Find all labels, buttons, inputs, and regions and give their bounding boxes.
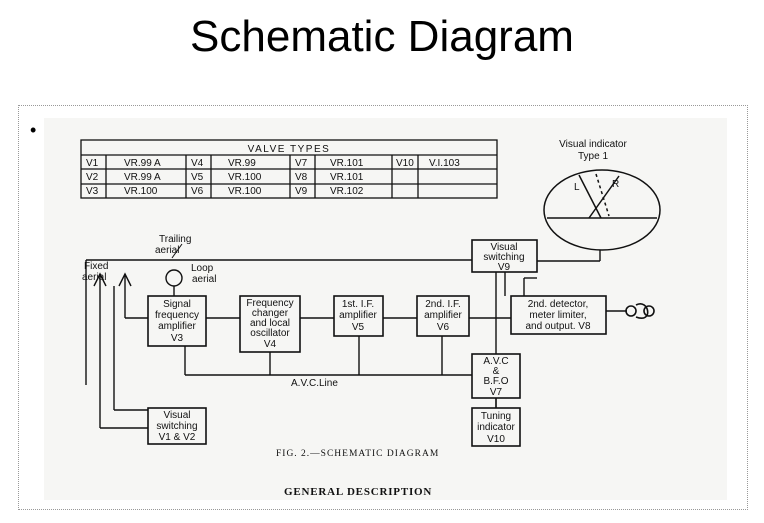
label-trailing-aerial-2: aerial bbox=[155, 245, 179, 256]
cell-r0-c0: V1 bbox=[86, 158, 99, 169]
block-signal-amplifier: Signal frequency amplifier V3 bbox=[155, 299, 199, 344]
indicator-type: Type 1 bbox=[578, 151, 608, 162]
svg-text:Visual: Visual bbox=[490, 242, 517, 253]
block-second-if-amplifier: 2nd. I.F. amplifier V6 bbox=[424, 299, 462, 333]
block-visual-switching-v9: Visual switching V9 bbox=[483, 242, 524, 273]
svg-text:and local: and local bbox=[250, 318, 290, 329]
svg-text:Frequency: Frequency bbox=[246, 298, 293, 309]
cell-r1-c1: VR.99 A bbox=[124, 172, 161, 183]
schematic-diagram: VALVE TYPES V1 VR.99 A V4 VR.99 V7 VR.10… bbox=[80, 139, 661, 498]
label-avc-line: A.V.C.Line bbox=[291, 378, 338, 389]
svg-text:Tuning: Tuning bbox=[481, 411, 511, 422]
label-loop-aerial-2: aerial bbox=[192, 274, 216, 285]
svg-text:V4: V4 bbox=[264, 339, 277, 350]
valve-table-title: VALVE TYPES bbox=[248, 144, 331, 155]
section-heading: GENERAL DESCRIPTION bbox=[284, 486, 432, 498]
label-loop-aerial: Loop bbox=[191, 263, 214, 274]
schematic-image: VALVE TYPES V1 VR.99 A V4 VR.99 V7 VR.10… bbox=[44, 118, 727, 500]
block-avc-bfo: A.V.C & B.F.O V7 bbox=[483, 356, 508, 398]
cell-r2-c4: V9 bbox=[295, 186, 308, 197]
headphones-icon bbox=[625, 303, 655, 319]
bullet-point: • bbox=[30, 120, 37, 140]
svg-text:V1 & V2: V1 & V2 bbox=[159, 432, 196, 443]
figure-caption: FIG. 2.—SCHEMATIC DIAGRAM bbox=[276, 449, 439, 459]
svg-text:A.V.C: A.V.C bbox=[483, 356, 508, 367]
cell-r0-c7: V.I.103 bbox=[429, 158, 460, 169]
visual-indicator-dial bbox=[543, 169, 661, 251]
content-placeholder bbox=[18, 105, 748, 510]
svg-text:V7: V7 bbox=[490, 387, 503, 398]
cell-r2-c2: V6 bbox=[191, 186, 204, 197]
svg-text:V10: V10 bbox=[487, 434, 505, 445]
svg-text:V6: V6 bbox=[437, 322, 450, 333]
svg-text:V5: V5 bbox=[352, 322, 365, 333]
label-trailing-aerial: Trailing bbox=[159, 234, 191, 245]
block-second-detector: 2nd. detector, meter limiter, and output… bbox=[525, 299, 590, 332]
svg-text:switching: switching bbox=[483, 252, 524, 263]
indicator-right-mark: R bbox=[612, 179, 619, 190]
svg-text:amplifier: amplifier bbox=[158, 321, 196, 332]
slide-title: Schematic Diagram bbox=[190, 12, 574, 61]
cell-r2-c5: VR.102 bbox=[330, 186, 364, 197]
valve-table-cells: V1 VR.99 A V4 VR.99 V7 VR.101 V10 V.I.10… bbox=[86, 158, 460, 197]
svg-text:2nd. I.F.: 2nd. I.F. bbox=[425, 299, 461, 310]
svg-text:switching: switching bbox=[156, 421, 197, 432]
svg-text:2nd. detector,: 2nd. detector, bbox=[528, 299, 589, 310]
block-outlines bbox=[147, 239, 607, 447]
cell-r2-c1: VR.100 bbox=[124, 186, 158, 197]
indicator-title: Visual indicator bbox=[559, 139, 627, 150]
cell-r0-c4: V7 bbox=[295, 158, 308, 169]
svg-text:Visual: Visual bbox=[163, 410, 190, 421]
cell-r0-c1: VR.99 A bbox=[124, 158, 161, 169]
svg-text:1st. I.F.: 1st. I.F. bbox=[342, 299, 374, 310]
block-first-if-amplifier: 1st. I.F. amplifier V5 bbox=[339, 299, 377, 333]
svg-text:V3: V3 bbox=[171, 333, 184, 344]
svg-text:frequency: frequency bbox=[155, 310, 199, 321]
block-tuning-indicator: Tuning indicator V10 bbox=[477, 411, 515, 445]
svg-text:&: & bbox=[493, 366, 500, 377]
cell-r0-c6: V10 bbox=[396, 158, 414, 169]
svg-text:Signal: Signal bbox=[163, 299, 191, 310]
svg-text:V9: V9 bbox=[498, 262, 511, 273]
label-fixed-aerial: Fixed bbox=[84, 261, 108, 272]
svg-text:amplifier: amplifier bbox=[339, 310, 377, 321]
cell-r2-c3: VR.100 bbox=[228, 186, 262, 197]
cell-r2-c0: V3 bbox=[86, 186, 99, 197]
cell-r1-c3: VR.100 bbox=[228, 172, 262, 183]
svg-text:and output. V8: and output. V8 bbox=[525, 321, 590, 332]
cell-r1-c2: V5 bbox=[191, 172, 204, 183]
svg-text:B.F.O: B.F.O bbox=[483, 376, 508, 387]
cell-r1-c0: V2 bbox=[86, 172, 99, 183]
cell-r0-c5: VR.101 bbox=[330, 158, 364, 169]
valve-types-table bbox=[80, 139, 498, 199]
block-visual-switching-v1-v2: Visual switching V1 & V2 bbox=[156, 410, 197, 443]
svg-text:indicator: indicator bbox=[477, 422, 515, 433]
cell-r0-c2: V4 bbox=[191, 158, 204, 169]
svg-text:changer: changer bbox=[252, 308, 289, 319]
indicator-left-mark: L bbox=[574, 182, 580, 193]
cell-r1-c5: VR.101 bbox=[330, 172, 364, 183]
svg-text:amplifier: amplifier bbox=[424, 310, 462, 321]
cell-r0-c3: VR.99 bbox=[228, 158, 256, 169]
block-frequency-changer: Frequency changer and local oscillator V… bbox=[246, 298, 293, 350]
label-fixed-aerial-2: aerial bbox=[82, 272, 106, 283]
svg-text:meter limiter,: meter limiter, bbox=[529, 310, 586, 321]
svg-text:oscillator: oscillator bbox=[250, 328, 290, 339]
cell-r1-c4: V8 bbox=[295, 172, 308, 183]
